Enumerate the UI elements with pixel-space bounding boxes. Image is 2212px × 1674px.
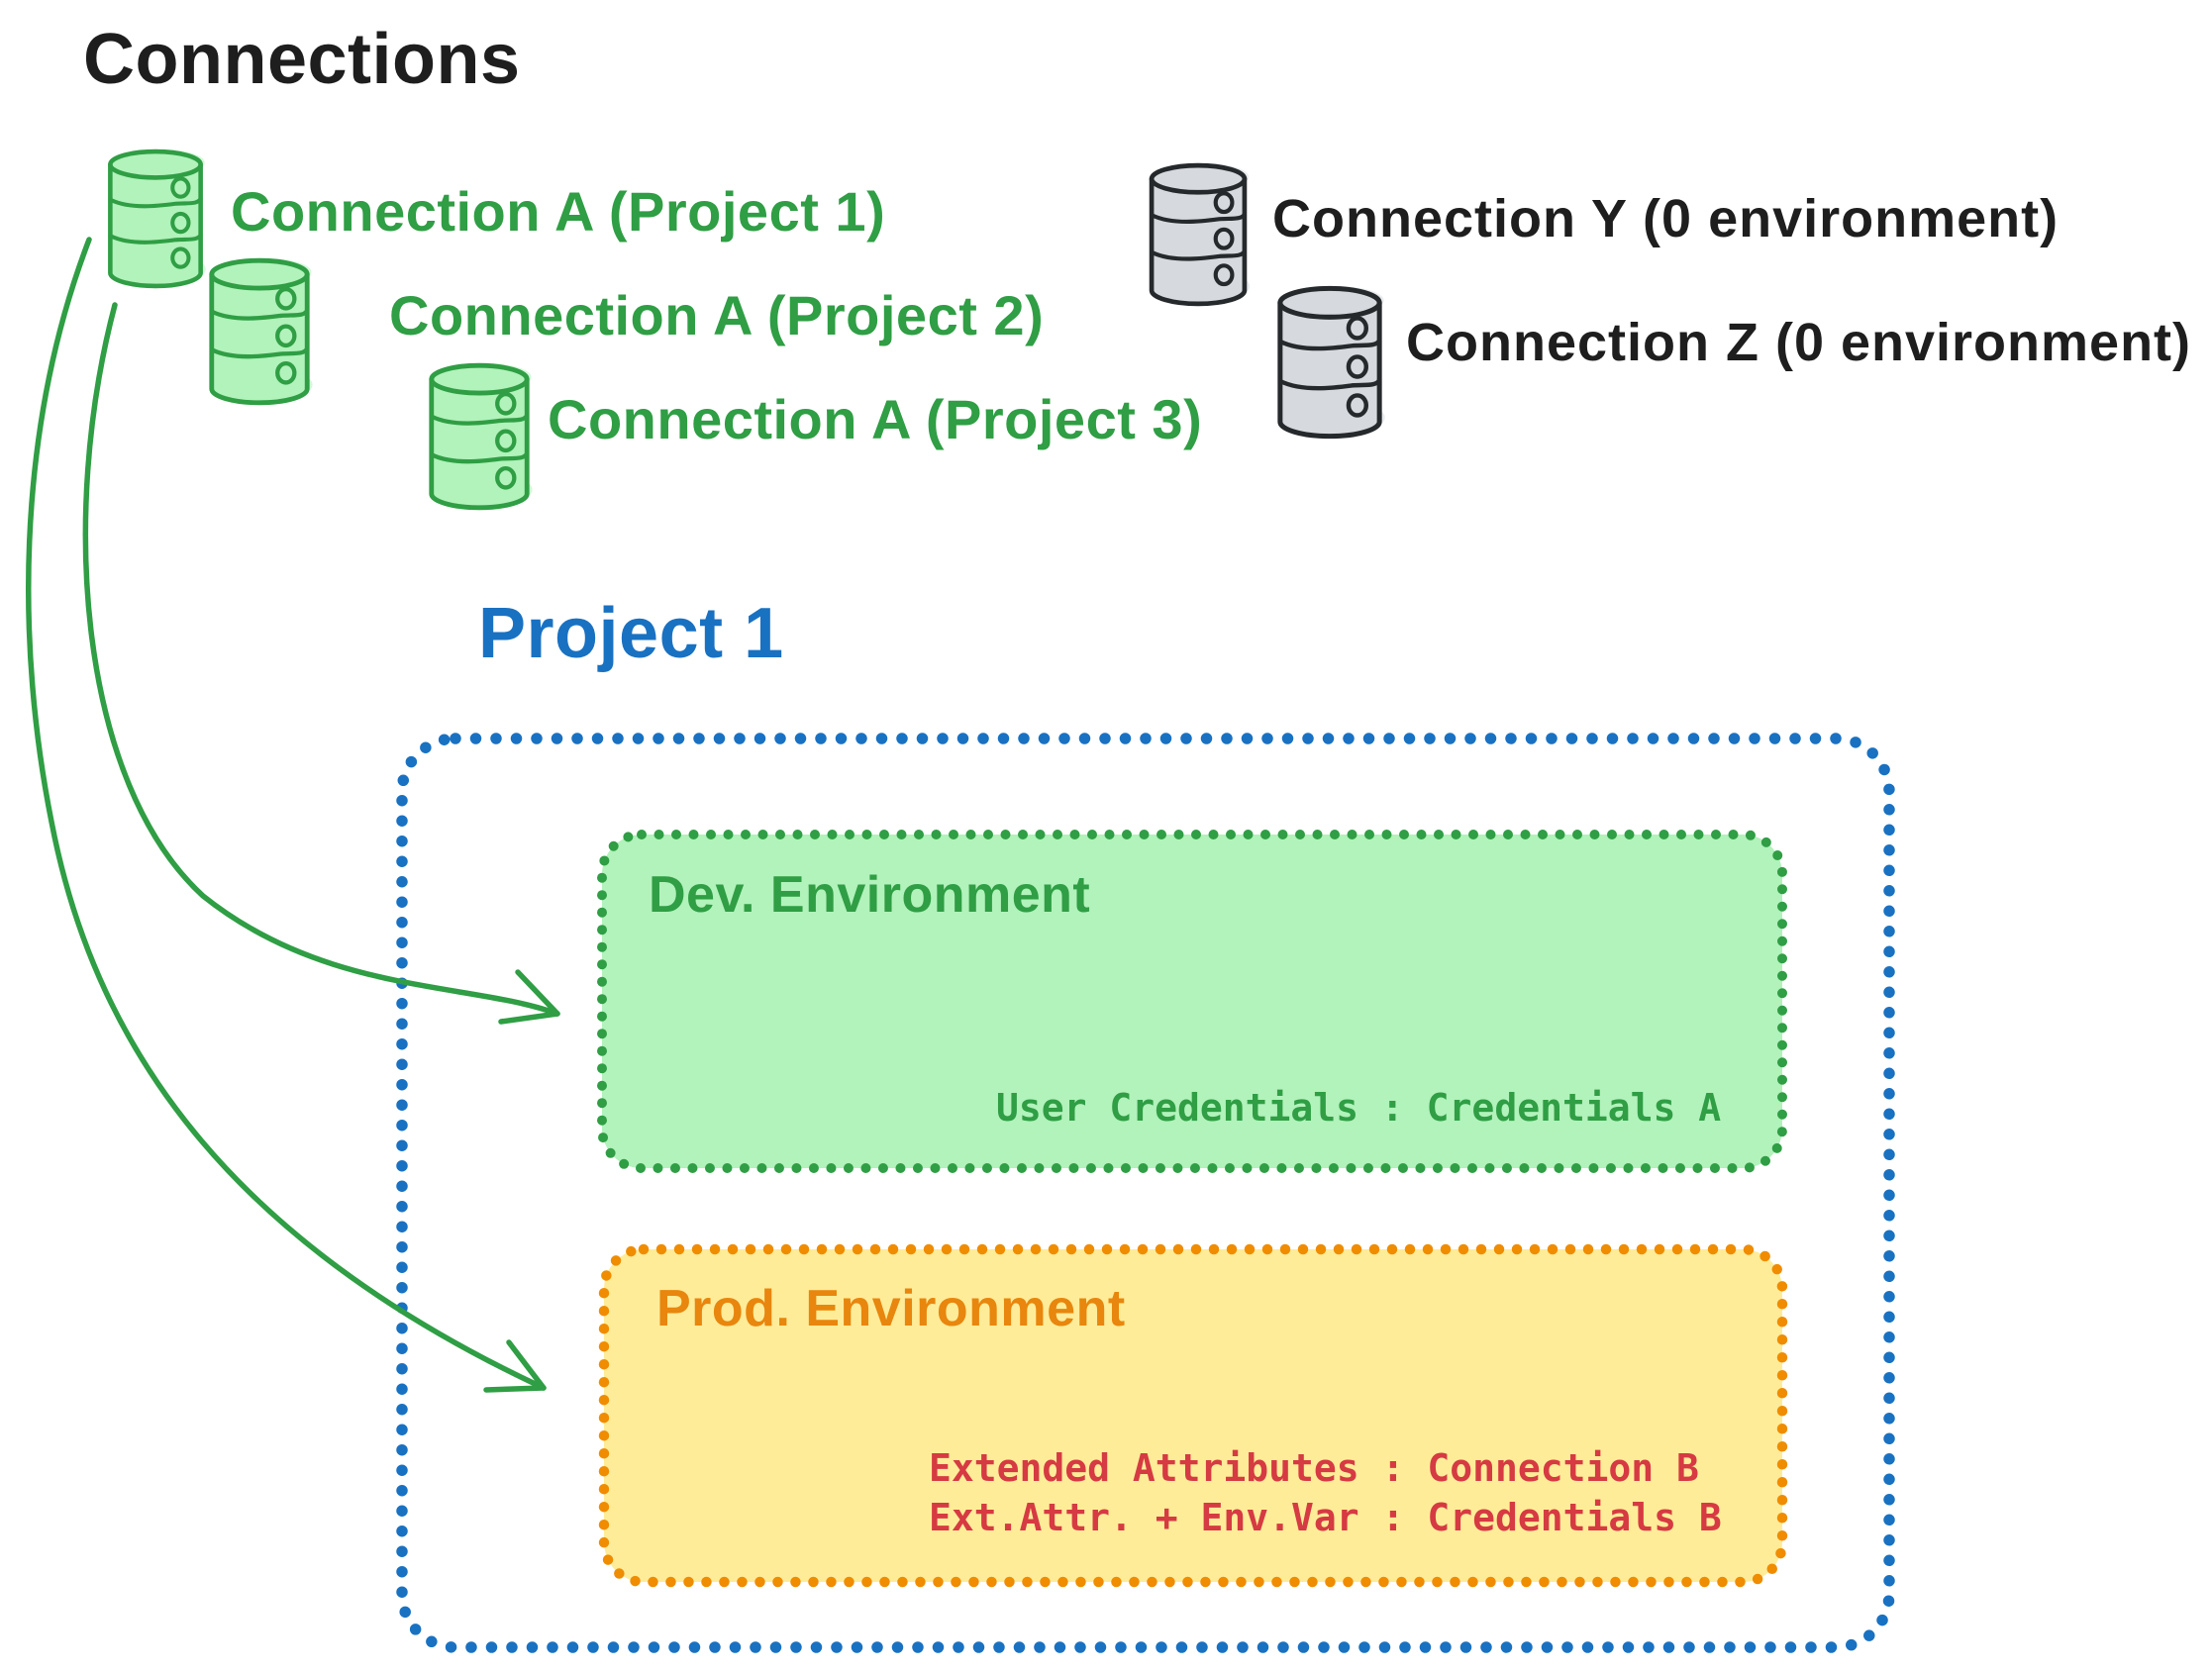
dev-credentials-mapping: User Credentials : Credentials A: [996, 1086, 1722, 1130]
connection-a-project-3-label: Connection A (Project 3): [548, 388, 1203, 450]
prod-environment-box: [598, 1243, 1788, 1588]
project-1-boundary: [396, 733, 1895, 1653]
arrow-connection-a-to-dev: [82, 302, 560, 1025]
prod-mapping-line-1: Extended Attributes : Connection B: [929, 1446, 1699, 1490]
database-icon: [431, 363, 533, 508]
prod-mapping-line-2: Ext.Attr. + Env.Var : Credentials B: [929, 1496, 1722, 1539]
connection-z-label: Connection Z (0 environment): [1406, 313, 2192, 372]
connection-a-project-1-label: Connection A (Project 1): [231, 180, 886, 243]
diagram-title: Connections: [83, 20, 521, 99]
project-title: Project 1: [478, 594, 784, 673]
dev-environment-title: Dev. Environment: [649, 866, 1091, 924]
prod-environment-title: Prod. Environment: [656, 1280, 1126, 1337]
database-icon: [211, 258, 313, 403]
prod-mappings: Extended Attributes : Connection B Ext.A…: [929, 1443, 1722, 1542]
database-icon: [110, 149, 206, 286]
arrow-connection-a-to-prod: [26, 237, 547, 1393]
dev-environment-box: [597, 830, 1787, 1173]
arrowhead-icon: [498, 969, 560, 1025]
database-icon: [1152, 163, 1251, 304]
connection-y-label: Connection Y (0 environment): [1272, 189, 2060, 248]
connection-a-project-2-label: Connection A (Project 2): [389, 284, 1045, 346]
database-icon: [1279, 286, 1385, 437]
arrowhead-icon: [483, 1339, 547, 1393]
